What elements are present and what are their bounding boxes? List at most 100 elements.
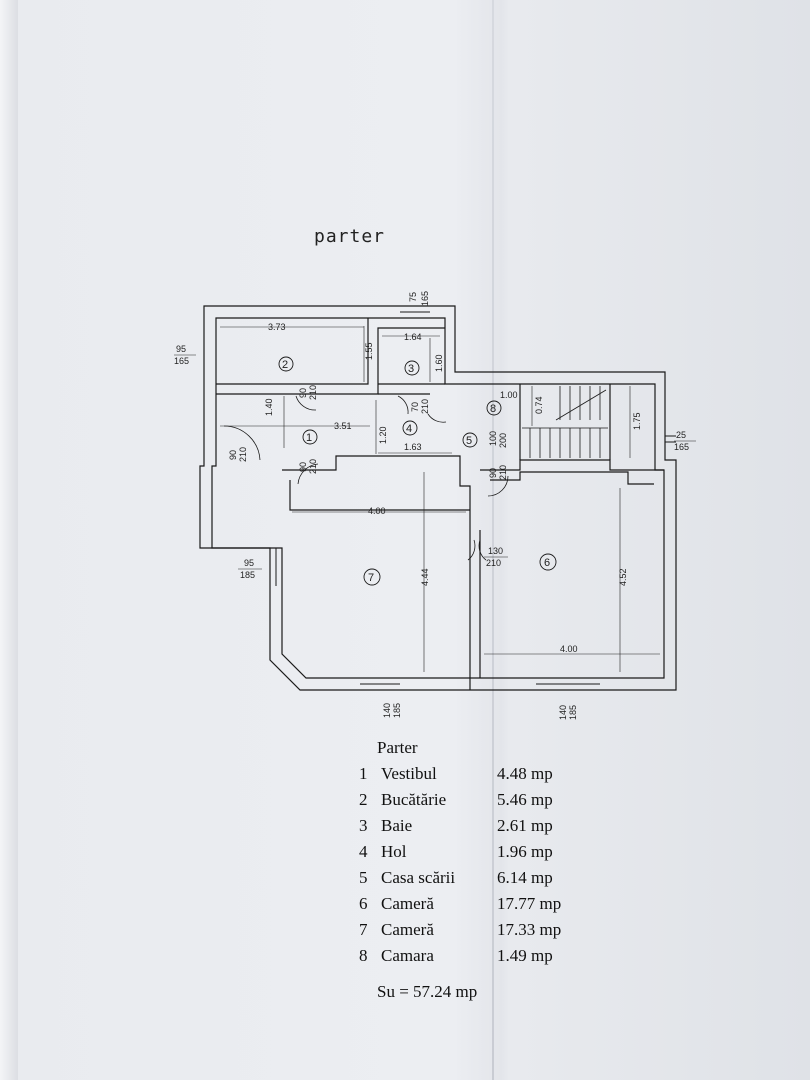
legend-room-name: Cameră <box>381 894 434 913</box>
open-165a: 165 <box>420 291 430 306</box>
legend-num: 5 <box>359 868 368 887</box>
open-90c: 90 <box>298 462 308 472</box>
legend-row: 1 Vestibul 4.48 mp <box>355 764 553 784</box>
legend-room-name: Casa scării <box>381 868 456 887</box>
plan-title: parter <box>314 226 386 247</box>
room-marker-4 <box>402 420 418 436</box>
open-185b: 185 <box>392 703 402 718</box>
room6-top-wall <box>480 459 664 471</box>
room-num-4: 4 <box>406 423 412 435</box>
open-185a: 185 <box>240 570 255 580</box>
dim-100: 1.00 <box>500 390 518 400</box>
room6-top-inner <box>490 471 654 485</box>
legend-room-area: 2.61 mp <box>497 816 553 835</box>
room-num-5: 5 <box>466 435 472 447</box>
legend-row: 8 Camara 1.49 mp <box>355 946 553 966</box>
legend-room-name: Baie <box>381 816 413 835</box>
open-185c: 185 <box>568 705 578 720</box>
room-markers <box>278 356 557 586</box>
legend-row: 5 Casa scării 6.14 mp <box>355 868 553 888</box>
legend-room-name: Bucătărie <box>381 790 447 809</box>
legend-room-name: Camara <box>381 946 434 965</box>
open-210a: 210 <box>308 385 318 400</box>
open-100: 100 <box>488 431 498 446</box>
room-marker-5 <box>462 432 478 448</box>
legend-room-name: Cameră <box>381 920 434 939</box>
opening-labels: 75 165 95 165 90 210 70 210 90 210 90 21… <box>174 291 689 720</box>
dim-155: 1.55 <box>364 342 374 360</box>
legend-room-name: Vestibul <box>381 764 437 783</box>
room-marker-8 <box>486 400 502 416</box>
outer-wall-inner <box>211 317 665 679</box>
open-210b: 210 <box>420 399 430 414</box>
open-90b: 90 <box>228 450 238 460</box>
kitchen-wall <box>216 318 369 385</box>
legend-row: 6 Cameră 17.77 mp <box>355 894 561 914</box>
outer-wall-outline <box>199 305 677 691</box>
room-marker-1 <box>302 429 318 445</box>
open-210d: 210 <box>308 459 318 474</box>
dim-140: 1.40 <box>264 398 274 416</box>
legend-num: 8 <box>359 946 368 965</box>
room-num-7: 7 <box>368 572 374 584</box>
dim-444: 4.44 <box>420 568 430 586</box>
paper-fold <box>492 0 494 1080</box>
room7-top-wall <box>282 455 471 530</box>
room-num-6: 6 <box>544 557 550 569</box>
open-210c: 210 <box>238 447 248 462</box>
legend-room-area: 17.77 mp <box>497 894 562 913</box>
legend-room-area: 4.48 mp <box>497 764 553 783</box>
legend-room-area: 1.96 mp <box>497 842 553 861</box>
open-140a: 140 <box>382 703 392 718</box>
room-num-3: 3 <box>408 363 414 375</box>
legend-num: 2 <box>359 790 368 809</box>
open-200: 200 <box>498 433 508 448</box>
legend-row: 3 Baie 2.61 mp <box>355 816 553 836</box>
open-210f: 210 <box>486 558 501 568</box>
legend-room-area: 6.14 mp <box>497 868 553 887</box>
dim-175: 1.75 <box>632 412 642 430</box>
dim-452: 4.52 <box>618 568 628 586</box>
dim-351: 3.51 <box>334 421 352 431</box>
room-marker-2 <box>278 356 294 372</box>
legend-heading: Parter <box>377 738 418 757</box>
room-marker-7 <box>363 568 381 586</box>
legend-num: 6 <box>359 894 368 913</box>
legend-num: 4 <box>359 842 368 861</box>
room-num-1: 1 <box>306 432 312 444</box>
open-25: 25 <box>676 430 686 440</box>
open-210e: 210 <box>498 465 508 480</box>
open-95a: 95 <box>176 344 186 354</box>
open-130: 130 <box>488 546 503 556</box>
room-num-2: 2 <box>282 359 288 371</box>
legend-room-area: 1.49 mp <box>497 946 553 965</box>
dim-074: 0.74 <box>534 396 544 414</box>
legend-row: 7 Cameră 17.33 mp <box>355 920 561 940</box>
legend-num: 1 <box>359 764 368 783</box>
open-90d: 90 <box>488 468 498 478</box>
windows <box>203 305 676 691</box>
open-95b: 95 <box>244 558 254 568</box>
paper-sheet <box>18 0 810 1080</box>
legend-room-area: 17.33 mp <box>497 920 562 939</box>
dim-164: 1.64 <box>404 332 422 342</box>
legend-row: 4 Hol 1.96 mp <box>355 842 553 862</box>
dim-163: 1.63 <box>404 442 422 452</box>
legend-num: 3 <box>359 816 368 835</box>
paper-left-edge <box>0 0 18 1080</box>
open-75: 75 <box>408 292 418 302</box>
open-90a: 90 <box>298 388 308 398</box>
dim-160: 1.60 <box>434 354 444 372</box>
opening-fraction-bars <box>174 354 696 570</box>
dim-400b: 4.00 <box>560 644 578 654</box>
stair-treads <box>522 386 608 458</box>
open-70: 70 <box>410 402 420 412</box>
dimension-lines <box>220 326 660 672</box>
room-marker-6 <box>539 553 557 571</box>
legend-room-area: 5.46 mp <box>497 790 553 809</box>
kitchen-wall-inner <box>216 327 445 395</box>
legend-num: 7 <box>359 920 368 939</box>
room7-inner-top <box>289 480 470 511</box>
dim-400a: 4.00 <box>368 506 386 516</box>
legend-room-name: Hol <box>381 842 407 861</box>
